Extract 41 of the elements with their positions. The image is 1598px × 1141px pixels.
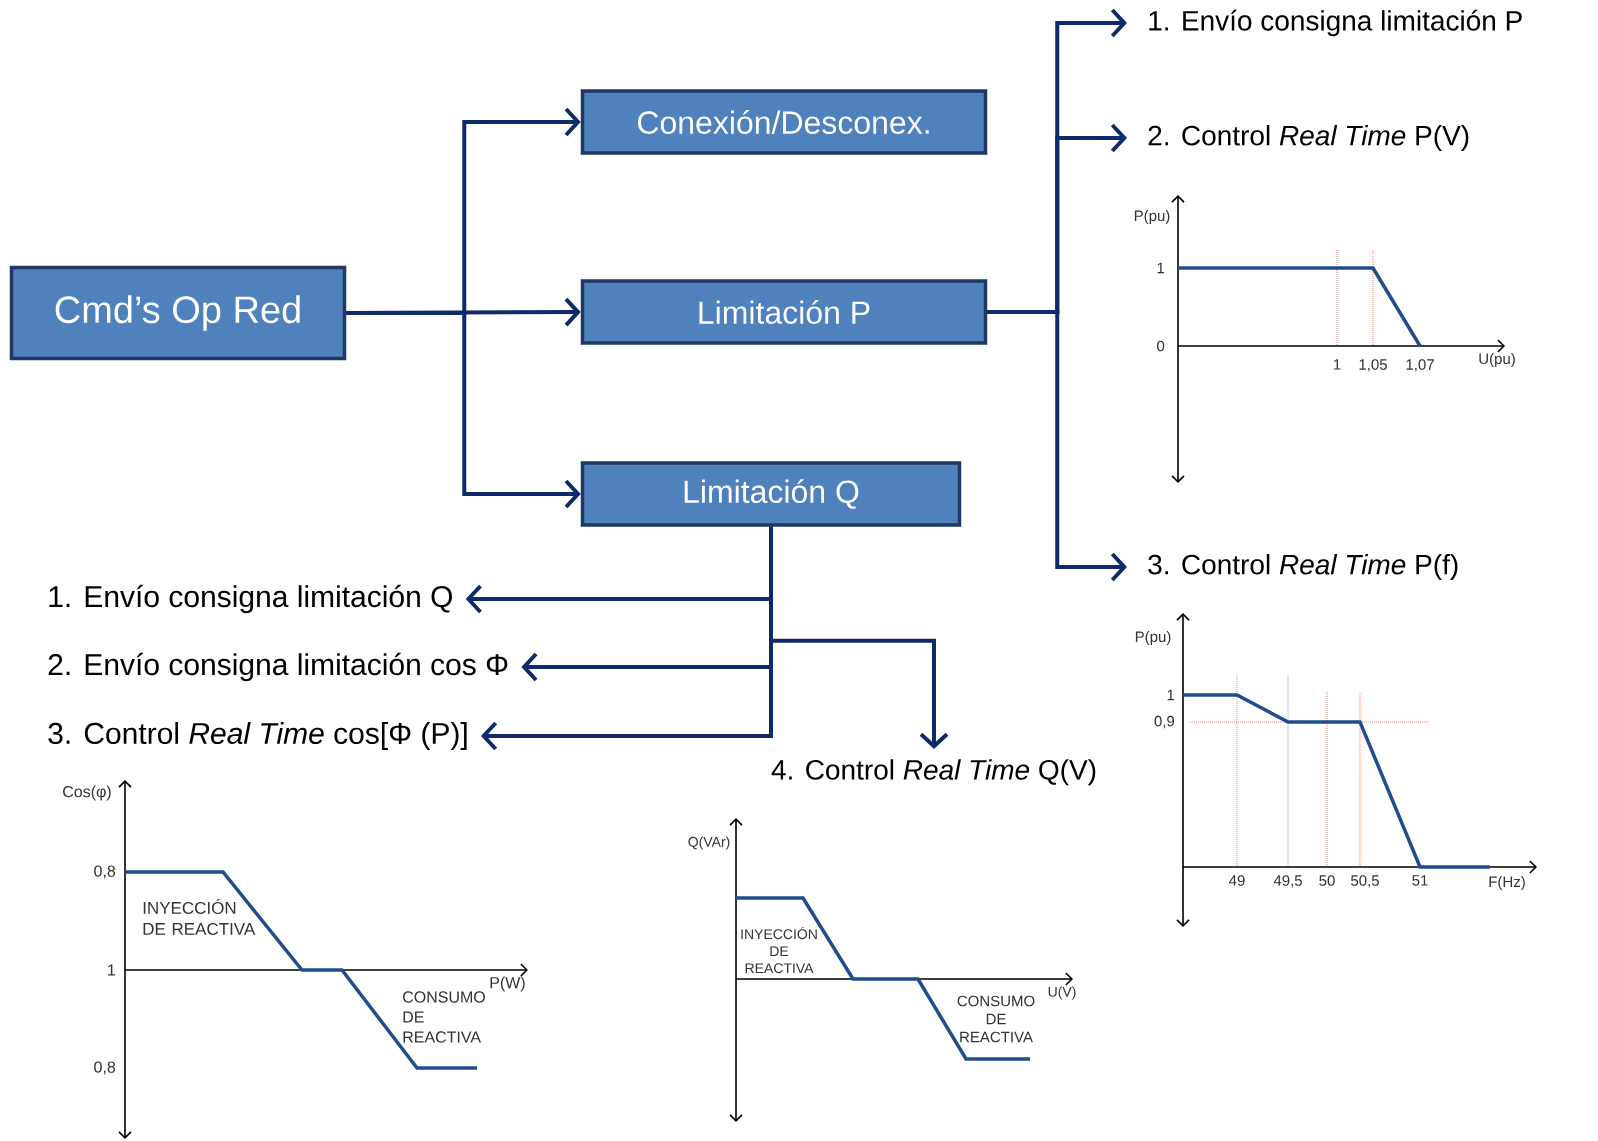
axis-label: P(W) (490, 976, 525, 992)
region-label: CONSUMO DE REACTIVA (957, 995, 1035, 1043)
region-label: INYECCIÓN DE REACTIVA (143, 899, 256, 935)
process-box: Conexión/Desconex. (580, 89, 988, 155)
connector-arrow (346, 311, 581, 509)
process-box: Limitación Q (580, 461, 962, 527)
axis-label: P(pu) (1134, 210, 1170, 224)
item-text: 3. Control Real Time cos[Φ (P)] (48, 722, 467, 750)
connector-arrow (987, 310, 1127, 582)
tick-label: 49,5 (1273, 875, 1302, 888)
tick-label: 50 (1319, 875, 1335, 886)
item-text: 1. Envío consigna limitación Q (49, 584, 452, 614)
axis-label: Q(VAr) (688, 836, 730, 850)
tick-label: 1,07 (1406, 359, 1434, 372)
tick-label: 50,5 (1351, 875, 1379, 888)
axis-label: U(pu) (1479, 353, 1515, 367)
process-box: Cmd’s Op Red (9, 265, 347, 361)
tick-label: 1 (1157, 262, 1165, 274)
region-label: INYECCIÓN DE REACTIVA (741, 926, 817, 974)
axis-label: P(pu) (1135, 631, 1171, 645)
connector-arrow (769, 526, 949, 749)
item-text: 2. Envío consigna limitación cos Φ (48, 652, 508, 682)
region-label: CONSUMO DE REACTIVA (403, 991, 485, 1043)
axis-label: Cos(φ) (63, 785, 111, 801)
tick-label: 51 (1412, 875, 1428, 886)
process-box: Limitación P (580, 279, 988, 345)
tick-label: 49 (1229, 875, 1245, 886)
axis-label: U(V) (1048, 986, 1076, 1000)
tick-label: 1 (1167, 689, 1175, 701)
item-text: 2. Control Real Time P(V) (1148, 124, 1469, 152)
tick-label: 0,8 (94, 1061, 116, 1075)
tick-label: 1,05 (1359, 359, 1387, 372)
axis-label: F(Hz) (1489, 876, 1525, 890)
item-text: 3. Control Real Time P(f) (1148, 554, 1458, 581)
tick-label: 1 (1334, 359, 1341, 370)
tick-label: 0 (1157, 340, 1165, 352)
tick-label: 1 (108, 964, 115, 976)
tick-label: 0,8 (94, 865, 116, 879)
item-text: 4. Control Real Time Q(V) (771, 759, 1096, 786)
tick-label: 0,9 (1154, 715, 1175, 729)
item-text: 1. Envío consigna limitación P (1149, 9, 1522, 37)
